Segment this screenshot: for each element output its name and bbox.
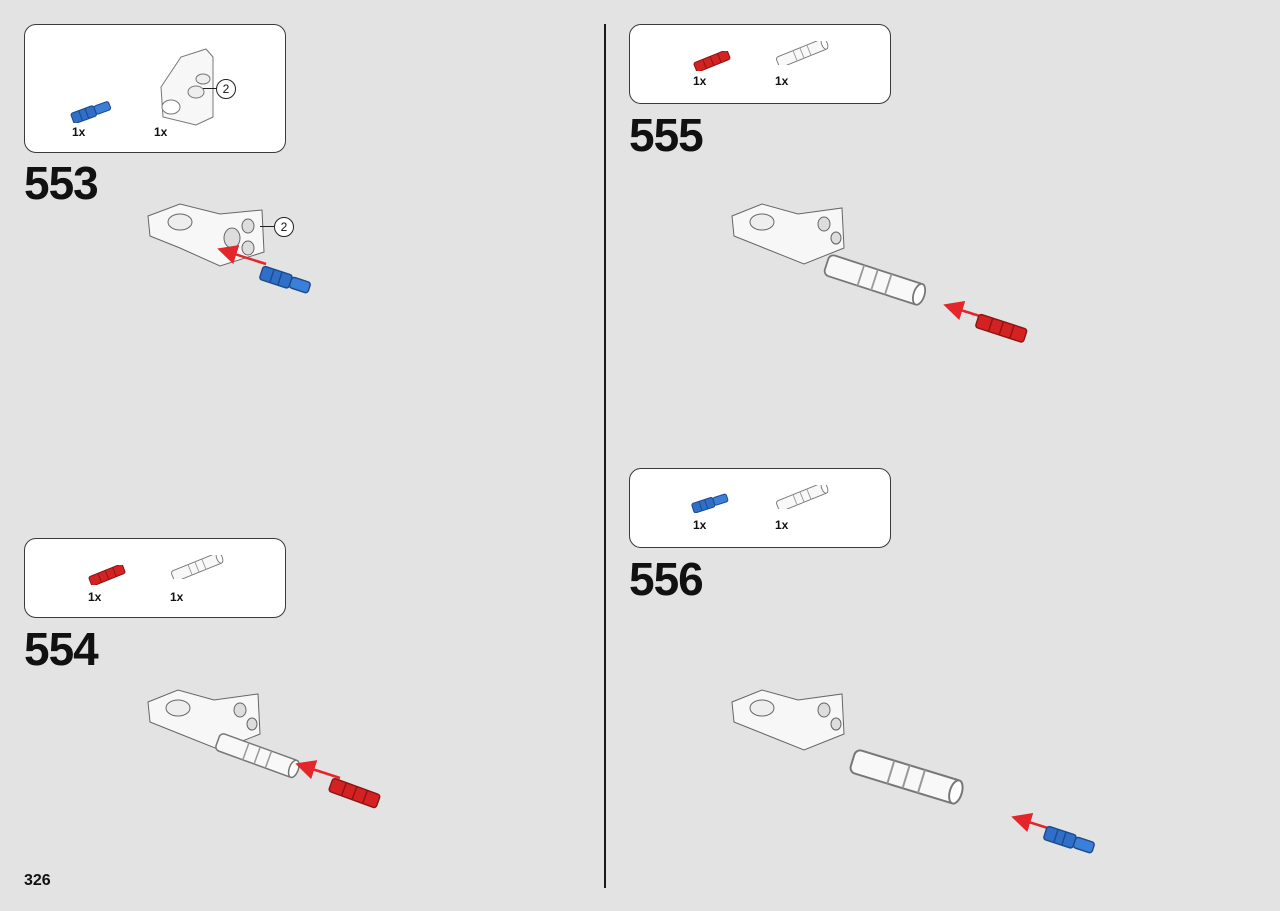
step-number: 555: [629, 109, 704, 161]
red-axle-pin-icon: [692, 51, 732, 71]
part-quantity: 1x: [170, 590, 184, 604]
parts-list-box-555: 1x 1x: [629, 24, 891, 104]
white-connector-icon: [169, 555, 225, 579]
part-quantity: 1x: [775, 518, 789, 532]
part-quantity: 1x: [72, 125, 86, 139]
callout-count-badge: 2: [216, 79, 236, 99]
assembly-illustration-555: [731, 203, 1029, 344]
blue-connector-pin-icon: [690, 493, 730, 513]
blue-connector-pin-icon: [69, 101, 113, 123]
part-quantity: 1x: [693, 518, 707, 532]
white-bracket-icon: [160, 48, 214, 126]
parts-list-box-554: 1x 1x: [24, 538, 286, 618]
page-divider: [604, 24, 606, 888]
white-connector-icon: [774, 485, 830, 509]
part-quantity: 1x: [154, 125, 168, 139]
part-quantity: 1x: [693, 74, 707, 88]
callout-count-badge: 2: [274, 217, 294, 237]
callout-leader-line: [260, 226, 274, 227]
step-number: 553: [24, 157, 99, 209]
assembly-illustration-554: [147, 689, 382, 809]
part-quantity: 1x: [88, 590, 102, 604]
callout-leader-line: [203, 88, 217, 89]
assembly-illustration-556: [731, 689, 1097, 856]
red-axle-pin-icon: [87, 565, 127, 585]
part-quantity: 1x: [775, 74, 789, 88]
white-connector-icon: [774, 41, 830, 65]
step-number: 556: [629, 553, 704, 605]
parts-list-box-553: 1x 1x 2: [24, 24, 286, 153]
parts-list-box-556: 1x 1x: [629, 468, 891, 548]
step-number: 554: [24, 623, 99, 675]
assembly-illustration-553: [147, 203, 313, 296]
page-number: 326: [24, 872, 51, 889]
